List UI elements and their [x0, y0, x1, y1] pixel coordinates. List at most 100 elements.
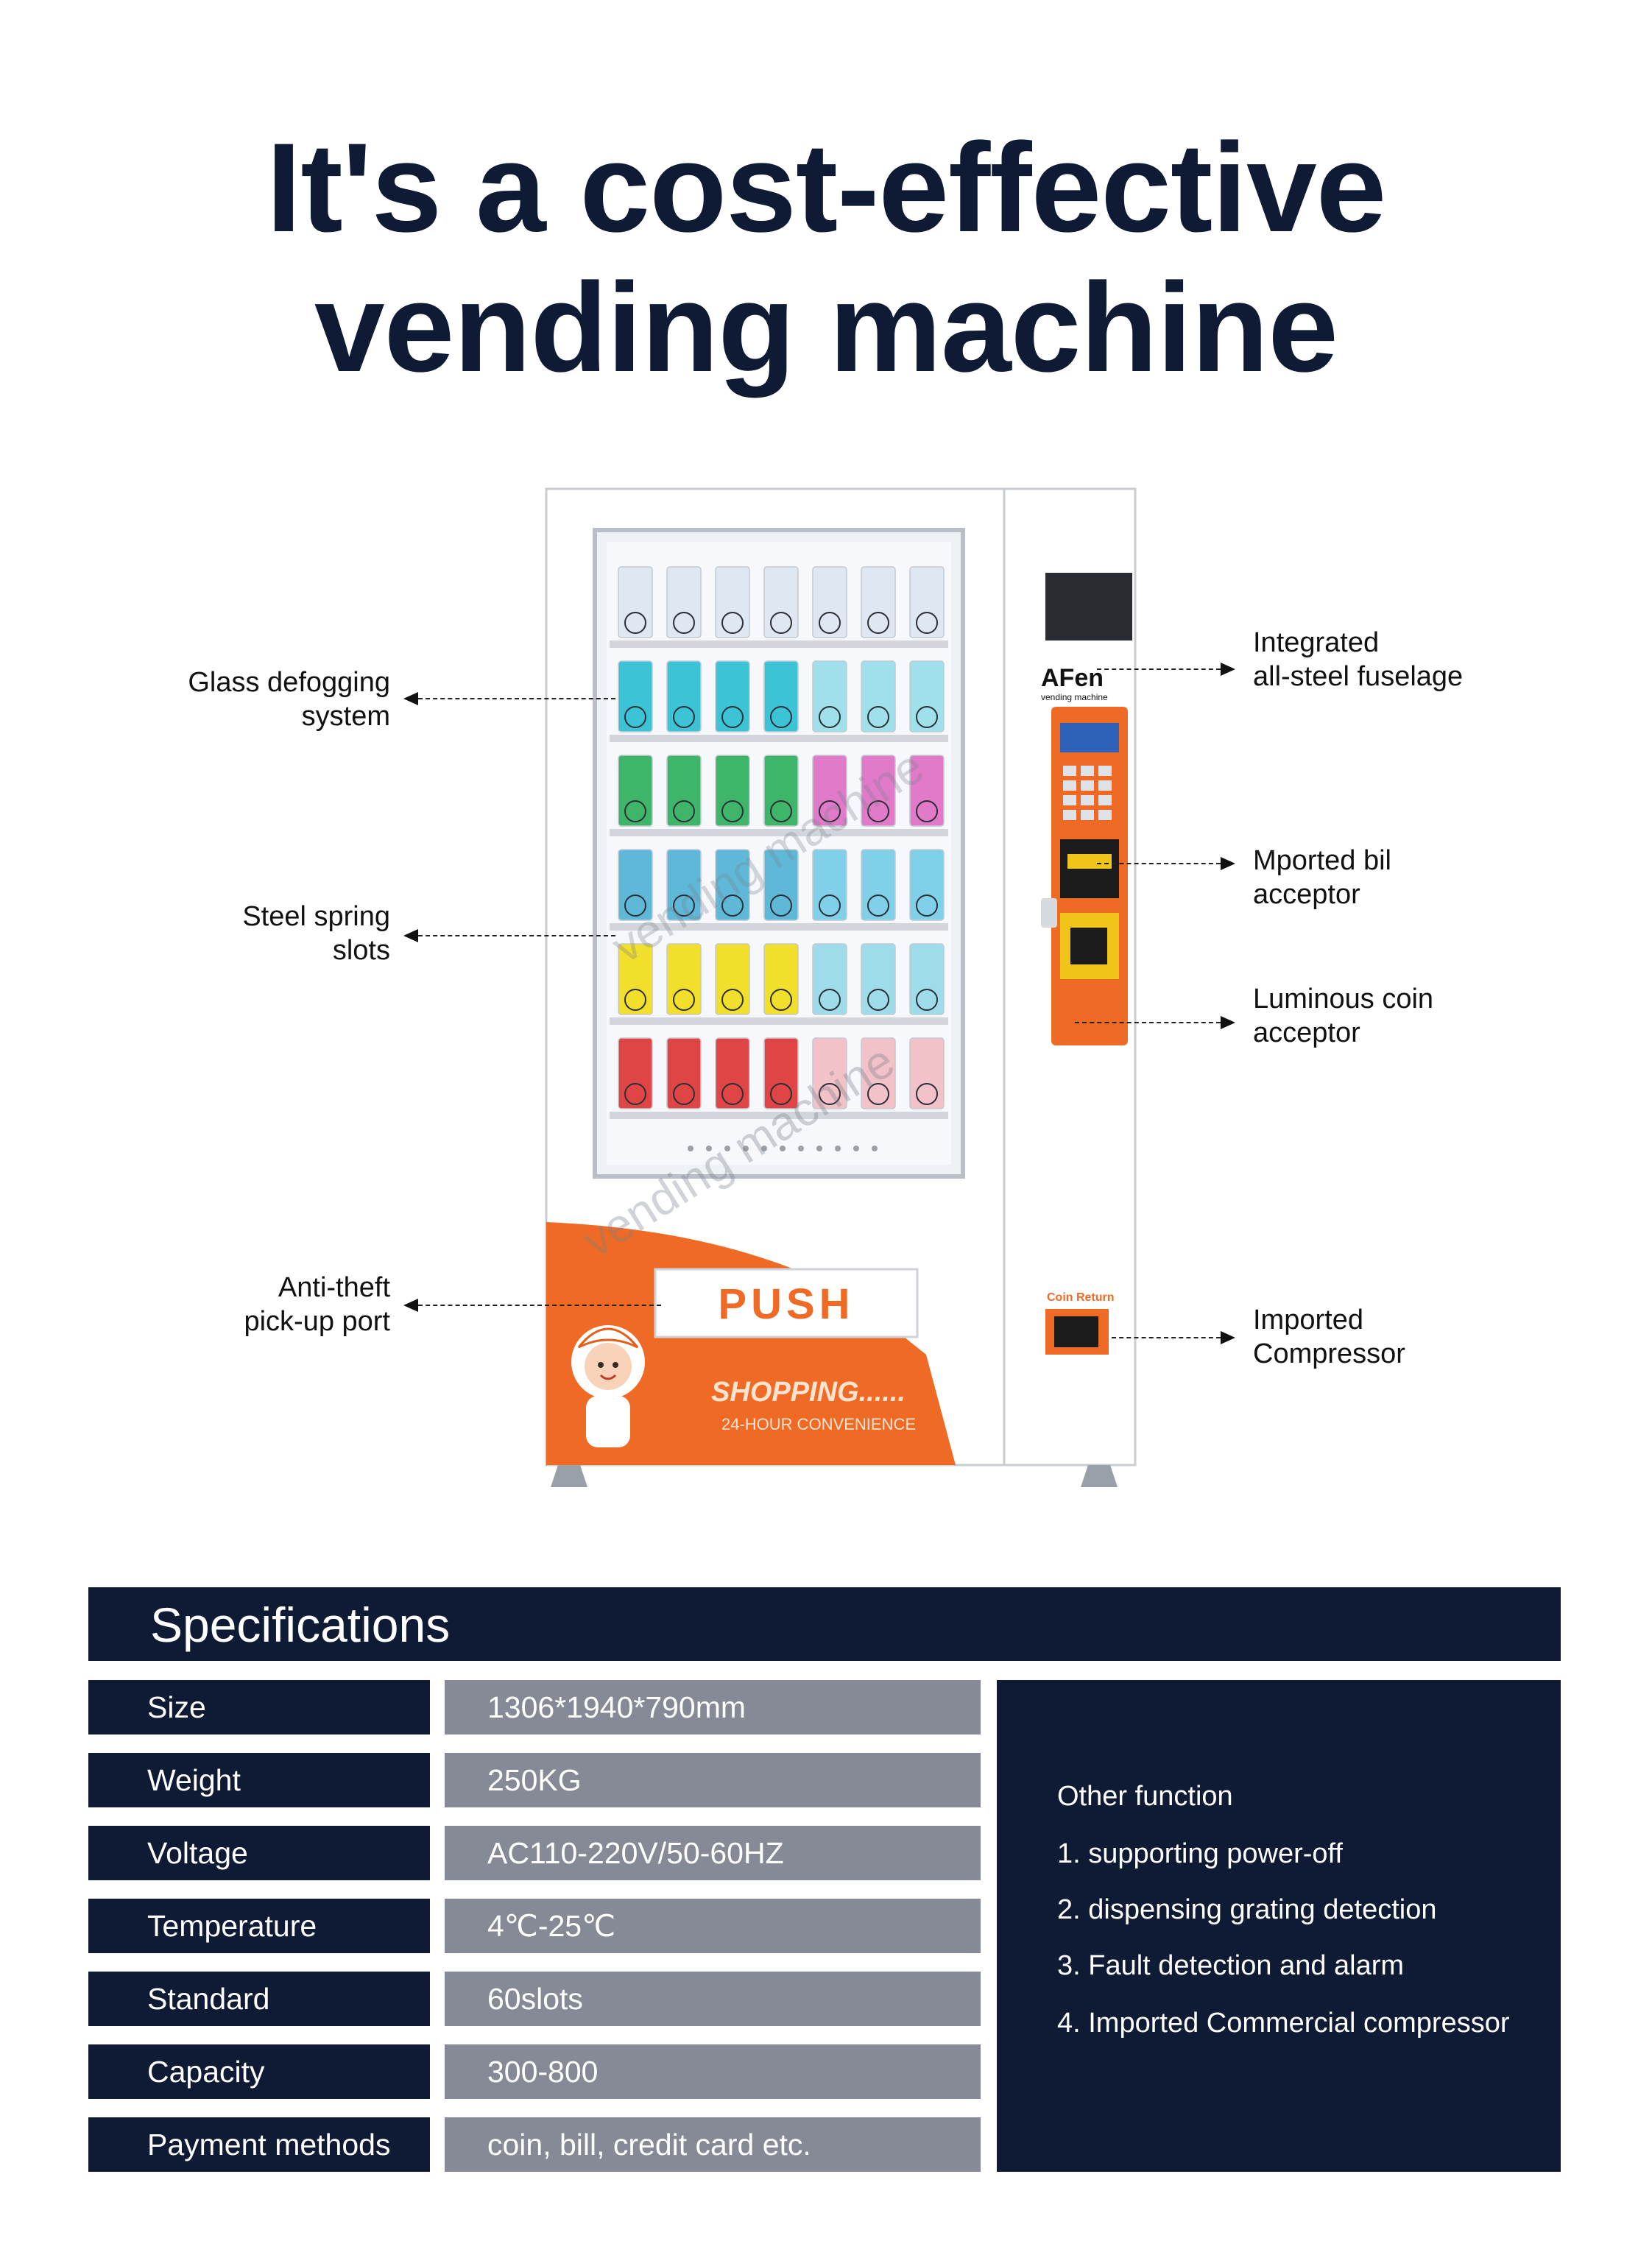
- spring-coil: [819, 989, 841, 1011]
- product-package: [812, 1037, 847, 1109]
- spec-row-weight: Weight 250KG: [88, 1753, 981, 1807]
- callout-line: acceptor: [1253, 1017, 1360, 1048]
- spring-coil: [721, 894, 744, 917]
- spring-coil: [624, 1083, 646, 1105]
- headline-line-1: It's a cost-effective: [266, 117, 1387, 258]
- arrow-left-icon: [403, 692, 418, 705]
- shopping-label: SHOPPING......: [711, 1377, 906, 1408]
- spec-row-size: Size 1306*1940*790mm: [88, 1680, 981, 1735]
- spec-row-capacity: Capacity 300-800: [88, 2044, 981, 2099]
- spring-coil: [916, 989, 938, 1011]
- other-function-item: 3. Fault detection and alarm: [1057, 1950, 1405, 1981]
- spring-coil: [673, 989, 695, 1011]
- product-package: [715, 660, 750, 733]
- callout-line: acceptor: [1253, 879, 1360, 910]
- spring-coil: [916, 612, 938, 634]
- spring-coil: [819, 612, 841, 634]
- spring-coil: [819, 706, 841, 728]
- product-package: [909, 755, 945, 827]
- shelf: [610, 923, 948, 931]
- leader-line: [418, 935, 615, 936]
- callout-compressor: Imported Compressor: [1253, 1303, 1547, 1371]
- product-package: [666, 755, 702, 827]
- spring-coil: [721, 612, 744, 634]
- spec-value: AC110-220V/50-60HZ: [445, 1826, 981, 1880]
- product-package: [763, 660, 799, 733]
- spring-coil: [770, 800, 792, 822]
- shelf: [610, 829, 948, 836]
- product-package: [812, 566, 847, 638]
- product-package: [666, 943, 702, 1015]
- spec-row-standard: Standard 60slots: [88, 1972, 981, 2026]
- product-shelves: [610, 566, 948, 1119]
- product-package: [666, 849, 702, 921]
- callout-line: Anti-theft: [278, 1272, 390, 1303]
- shelf: [610, 1112, 948, 1119]
- callout-bill-acceptor: Mported bil acceptor: [1253, 844, 1547, 911]
- spring-coil: [673, 800, 695, 822]
- spec-row-voltage: Voltage AC110-220V/50-60HZ: [88, 1826, 981, 1880]
- callout-anti-theft-port: Anti-theft pick-up port: [147, 1271, 390, 1338]
- spring-coil: [770, 706, 792, 728]
- callout-line: Luminous coin: [1253, 984, 1434, 1014]
- product-package: [909, 566, 945, 638]
- product-package: [618, 566, 653, 638]
- spec-label: Standard: [88, 1972, 430, 2026]
- headline-line-2: vending machine: [314, 257, 1338, 398]
- callout-line: system: [301, 701, 390, 732]
- spring-coil: [867, 989, 889, 1011]
- product-package: [666, 660, 702, 733]
- product-package: [861, 755, 896, 827]
- spring-coil: [770, 894, 792, 917]
- leader-line: [1075, 1022, 1221, 1023]
- product-package: [812, 943, 847, 1015]
- product-package: [763, 943, 799, 1015]
- callout-line: slots: [332, 935, 390, 966]
- callout-line: Mported bil: [1253, 845, 1391, 876]
- spring-coil: [916, 1083, 938, 1105]
- spec-label: Temperature: [88, 1899, 430, 1953]
- spring-coil: [819, 1083, 841, 1105]
- arrow-right-icon: [1221, 1331, 1235, 1344]
- shelf: [610, 640, 948, 648]
- other-function-item: 1. supporting power-off: [1057, 1838, 1343, 1869]
- leader-line: [418, 1305, 661, 1306]
- other-function-panel: Other function 1. supporting power-off 2…: [997, 1680, 1561, 2172]
- product-package: [715, 849, 750, 921]
- spring-coil: [624, 800, 646, 822]
- spring-coil: [624, 894, 646, 917]
- brand-name: AFen: [1041, 664, 1104, 692]
- spring-coil: [867, 1083, 889, 1105]
- product-package: [861, 943, 896, 1015]
- brand-subtitle: vending machine: [1041, 692, 1108, 702]
- convenience-label: 24-HOUR CONVENIENCE: [721, 1415, 917, 1433]
- callout-line: Steel spring: [242, 901, 390, 932]
- spec-row-payment-methods: Payment methods coin, bill, credit card …: [88, 2117, 981, 2172]
- specifications-header: Specifications: [88, 1587, 1561, 1661]
- spring-coil: [819, 894, 841, 917]
- vending-machine-illustration: AFen vending machine PUSH SHOPPING......…: [543, 486, 1140, 1494]
- callout-all-steel-fuselage: Integrated all-steel fuselage: [1253, 626, 1547, 694]
- spring-coil: [867, 612, 889, 634]
- specifications-title: Specifications: [150, 1598, 451, 1652]
- spring-coil: [721, 800, 744, 822]
- spec-value: 60slots: [445, 1972, 981, 2026]
- leader-line: [1097, 863, 1221, 864]
- spring-coil: [819, 800, 841, 822]
- product-package: [812, 849, 847, 921]
- callout-line: Integrated: [1253, 627, 1380, 658]
- product-package: [763, 755, 799, 827]
- callout-coin-acceptor: Luminous coin acceptor: [1253, 982, 1547, 1050]
- arrow-right-icon: [1221, 857, 1235, 870]
- product-package: [618, 849, 653, 921]
- product-package: [715, 755, 750, 827]
- product-package: [861, 849, 896, 921]
- shelf: [610, 735, 948, 742]
- headline: It's a cost-effective vending machine: [0, 118, 1652, 398]
- product-package: [812, 660, 847, 733]
- product-package: [909, 849, 945, 921]
- product-package: [618, 943, 653, 1015]
- leader-line: [1097, 668, 1221, 670]
- spec-row-temperature: Temperature 4℃-25℃: [88, 1899, 981, 1953]
- spec-label: Capacity: [88, 2044, 430, 2099]
